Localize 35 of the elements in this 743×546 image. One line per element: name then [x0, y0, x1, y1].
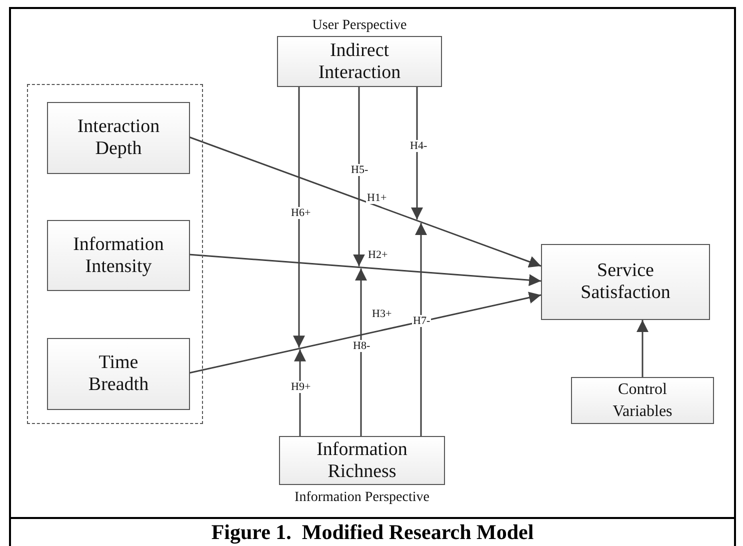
construct-name: Control Variables [612, 380, 674, 422]
dashed-group-box [27, 84, 203, 424]
arrow [411, 87, 423, 220]
construct-box [571, 377, 714, 424]
arrow [294, 349, 306, 436]
edge-label: H1+ [366, 192, 388, 204]
construct-box [47, 338, 190, 410]
arrow [355, 268, 367, 436]
arrow [188, 254, 542, 286]
construct-name: Interaction Depth [76, 116, 161, 160]
construct-name: Service Satisfaction [580, 260, 672, 304]
figure-caption: Figure 1. Modified Research Model [210, 520, 535, 544]
construct-name: Information Intensity [72, 234, 165, 278]
edge-label: H8- [352, 340, 372, 352]
construct-name: Time Breadth [87, 352, 150, 396]
edge-label: H9+ [290, 381, 312, 393]
edge-label: H2+ [367, 249, 389, 261]
edge-label: H7- [412, 315, 432, 327]
construct-box [541, 244, 710, 320]
construct-name: Indirect Interaction [317, 40, 402, 84]
arrow [415, 223, 427, 436]
arrow [636, 320, 648, 377]
perspective-label: User Perspective [311, 18, 408, 34]
arrow [188, 292, 542, 374]
construct-box [47, 102, 190, 174]
edge-label: H5- [350, 164, 370, 176]
edge-label: H4- [409, 140, 428, 152]
arrow [188, 136, 542, 268]
construct-name: Information Richness [316, 438, 408, 482]
edge-label: H3+ [371, 308, 393, 320]
arrow [353, 87, 365, 266]
edge-label: H6+ [290, 207, 312, 219]
perspective-label: Information Perspective [294, 490, 430, 506]
arrow [293, 87, 305, 348]
construct-box [47, 220, 190, 291]
